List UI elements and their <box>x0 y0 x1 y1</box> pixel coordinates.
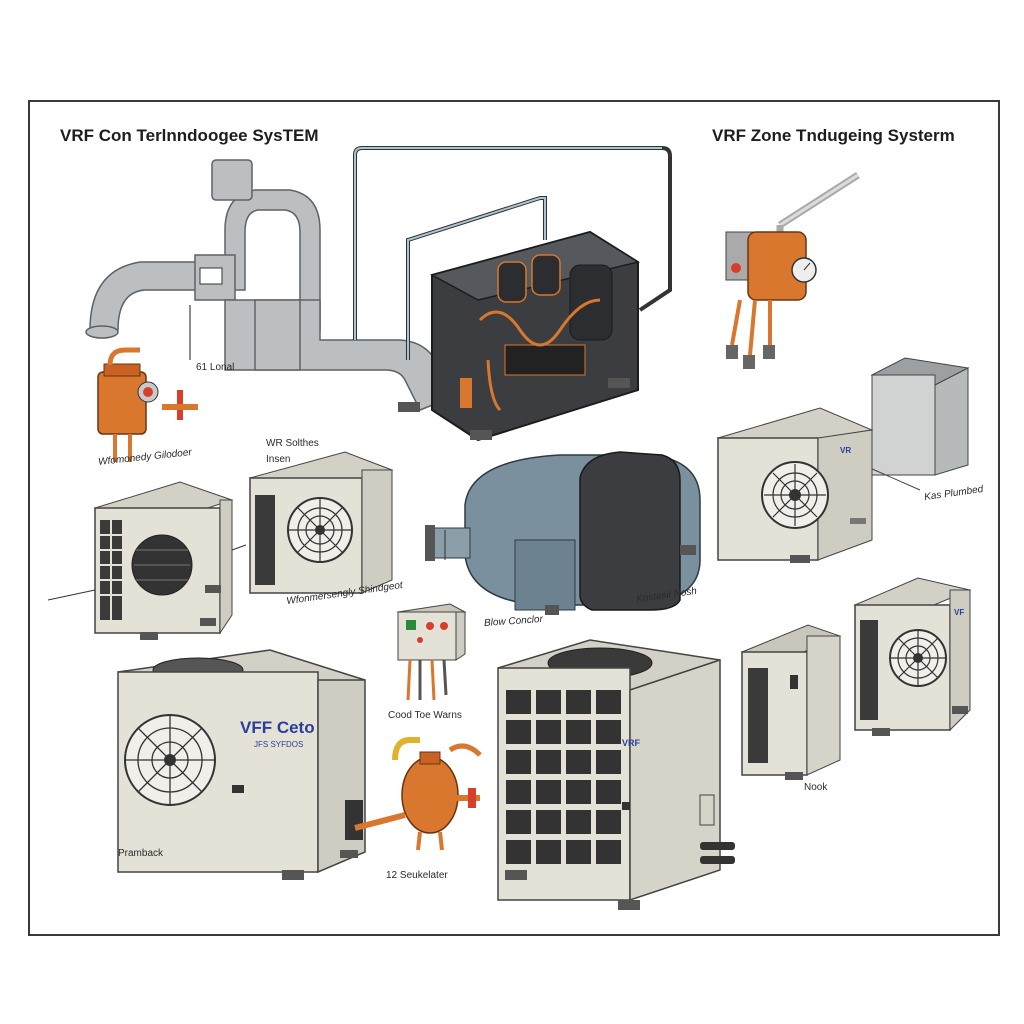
brand-main: VFF Ceto <box>240 718 315 737</box>
title-right: VRF Zone Tndugeing Systerm <box>712 126 955 145</box>
copper-tank <box>392 737 482 851</box>
outdoor-unit-large-left <box>117 649 366 880</box>
brand-sub: JFS SYFDOS <box>254 740 304 749</box>
outdoor-unit-right-large <box>716 407 874 563</box>
label-seukelater: 12 Seukelater <box>386 870 448 881</box>
label-insert: Insen <box>266 454 291 465</box>
outdoor-unit-right-small <box>853 577 972 736</box>
label-wr-solutions: WR Solthes <box>266 438 319 449</box>
brand-small: VRF <box>622 738 640 748</box>
manifold-gauge-right <box>725 172 860 369</box>
outdoor-unit-left-small <box>93 481 234 640</box>
outdoor-unit-large-center <box>497 639 735 910</box>
control-box <box>396 603 467 701</box>
outdoor-unit-center-small <box>205 451 394 594</box>
label-hook: Nook <box>804 782 828 793</box>
brand-mark-a: VR <box>840 446 852 455</box>
label-pramback: Pramback <box>118 848 164 859</box>
cabinet-unit-right <box>870 357 970 476</box>
label-lot: 61 Lonal <box>196 362 235 373</box>
slim-indoor-unit <box>740 624 842 780</box>
blower-unit <box>425 451 701 615</box>
label-cood-toe: Cood Toe Warns <box>388 710 462 721</box>
brand-mark-b: VF <box>954 608 965 617</box>
central-compressor-unit <box>398 230 640 442</box>
duct-assembly <box>85 159 451 411</box>
title-left: VRF Con Terlnndoogee SysTEM <box>60 126 319 145</box>
manifold-collector-left <box>97 347 198 462</box>
